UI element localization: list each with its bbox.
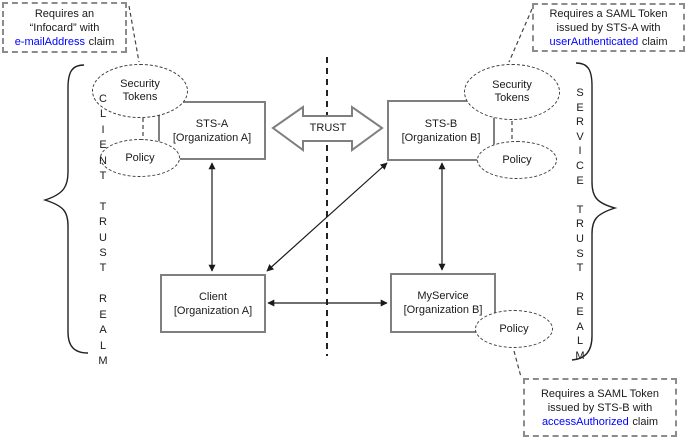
callout-line: Requires a SAML Token: [540, 387, 659, 400]
callout-line: issued by STS-A with: [556, 21, 661, 34]
label-service-trust-realm: S E R V I C E T R U S T R E A L M: [575, 87, 585, 362]
leader-callout-top-left: [128, 5, 140, 63]
claim-name: accessAuthorized: [541, 415, 629, 428]
node-subtitle: [Organization B]: [403, 304, 483, 316]
callout-line: “Infocard” with: [29, 21, 100, 34]
node-client: Client [Organization A]: [160, 274, 266, 333]
node-title: STS-A: [195, 117, 229, 130]
callout-sts-a-token-claim: Requires a SAML Token issued by STS-A wi…: [532, 3, 685, 52]
node-title: Client: [198, 290, 228, 303]
callout-infocard-claim: Requires an “Infocard” with e-mailAddres…: [2, 2, 127, 53]
brace-client-trust-realm: [42, 64, 89, 354]
ellipse-policy-myservice: Policy: [475, 310, 553, 348]
claim-suffix: claim: [632, 415, 659, 428]
claim-suffix: claim: [641, 35, 668, 48]
claim-suffix: claim: [88, 35, 115, 48]
trust-arrow-label: TRUST: [309, 122, 347, 134]
node-subtitle: [Organization A]: [173, 304, 253, 317]
callout-line: Requires an: [34, 7, 95, 20]
leader-callout-top-right: [508, 8, 533, 63]
ellipse-security-tokens-right: Security Tokens: [464, 64, 560, 120]
node-title: MyService: [417, 290, 469, 302]
callout-sts-b-token-claim: Requires a SAML Token issued by STS-B wi…: [523, 378, 677, 437]
node-title: STS-B: [424, 117, 458, 130]
label-client-trust-realm: C L I E N T T R U S T R E A L M: [98, 93, 108, 367]
ellipse-policy-sts-a: Policy: [100, 139, 180, 177]
ellipse-policy-sts-b: Policy: [477, 141, 557, 179]
node-subtitle: [Organization B]: [401, 131, 481, 144]
callout-line: Requires a SAML Token: [549, 7, 668, 20]
callout-line: issued by STS-B with: [547, 401, 653, 414]
claim-name: userAuthenticated: [549, 35, 639, 48]
ellipse-security-tokens-left: Security Tokens: [92, 64, 188, 118]
node-subtitle: [Organization A]: [172, 131, 252, 144]
arrow-client-sts-b: [266, 162, 388, 272]
claim-name: e-mailAddress: [14, 35, 85, 48]
leader-callout-bottom-right: [513, 350, 522, 378]
